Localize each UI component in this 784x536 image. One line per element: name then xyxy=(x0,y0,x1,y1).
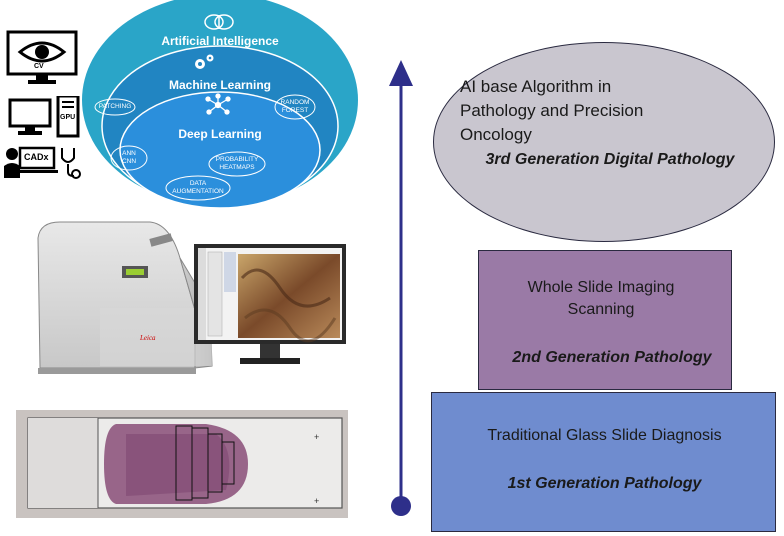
network-icon xyxy=(205,93,231,115)
data-augmentation-label: DATA AUGMENTATION xyxy=(172,180,224,195)
svg-text:+: + xyxy=(314,432,319,442)
random-forest-oval xyxy=(274,94,316,120)
ml-label: Machine Learning xyxy=(168,78,272,92)
svg-text:+: + xyxy=(314,496,319,506)
arrow-origin-dot xyxy=(391,496,411,516)
tier-3rd-generation: AI base Algorithm in Pathology and Preci… xyxy=(433,42,775,242)
tier-2nd-generation: Whole Slide Imaging Scanning 2nd Generat… xyxy=(478,250,732,390)
tier-1st-generation: Traditional Glass Slide Diagnosis 1st Ge… xyxy=(431,392,776,532)
random-forest-label: RANDOM FOREST xyxy=(280,99,310,114)
ann-cnn-oval xyxy=(110,145,148,171)
ai-label: Artificial Intelligence xyxy=(161,34,279,48)
dl-label: Deep Learning xyxy=(178,127,262,141)
probability-heatmaps-label: PROBABILITY HEATMAPS xyxy=(215,156,259,171)
gears-icon xyxy=(195,54,214,69)
cadx-doctor-icon: CADx xyxy=(4,144,84,180)
ai-diagram: Artificial Intelligence Machine Learning… xyxy=(80,0,360,212)
cadx-label: CADx xyxy=(24,152,49,162)
cv-label: CV xyxy=(34,63,44,70)
svg-text:Leica: Leica xyxy=(139,334,156,342)
patching-oval xyxy=(94,98,136,116)
tier1-description: Traditional Glass Slide Diagnosis xyxy=(487,427,722,444)
tier3-description: AI base Algorithm in Pathology and Preci… xyxy=(460,77,644,144)
gpu-label: GPU xyxy=(60,114,76,121)
cv-monitor-icon: CV xyxy=(6,30,78,86)
brain-icon xyxy=(204,14,234,30)
slide-scanner-illustration: Leica xyxy=(30,218,350,390)
dl-inner-ellipse xyxy=(119,91,321,209)
ann-cnn-label: ANN CNN xyxy=(121,150,137,165)
tier2-generation: 2nd Generation Pathology xyxy=(512,349,712,366)
data-augmentation-oval xyxy=(165,175,231,201)
arrow-head-icon xyxy=(389,60,413,86)
glass-slide-photo: + + xyxy=(16,410,348,518)
tier3-generation: 3rd Generation Digital Pathology xyxy=(485,151,735,168)
probability-oval xyxy=(208,151,266,177)
tier1-generation: 1st Generation Pathology xyxy=(507,475,702,492)
progression-arrow xyxy=(389,60,413,516)
tier2-description: Whole Slide Imaging Scanning xyxy=(527,279,675,318)
gpu-computer-icon: GPU xyxy=(8,94,80,138)
patching-label: PATCHING xyxy=(98,103,132,110)
